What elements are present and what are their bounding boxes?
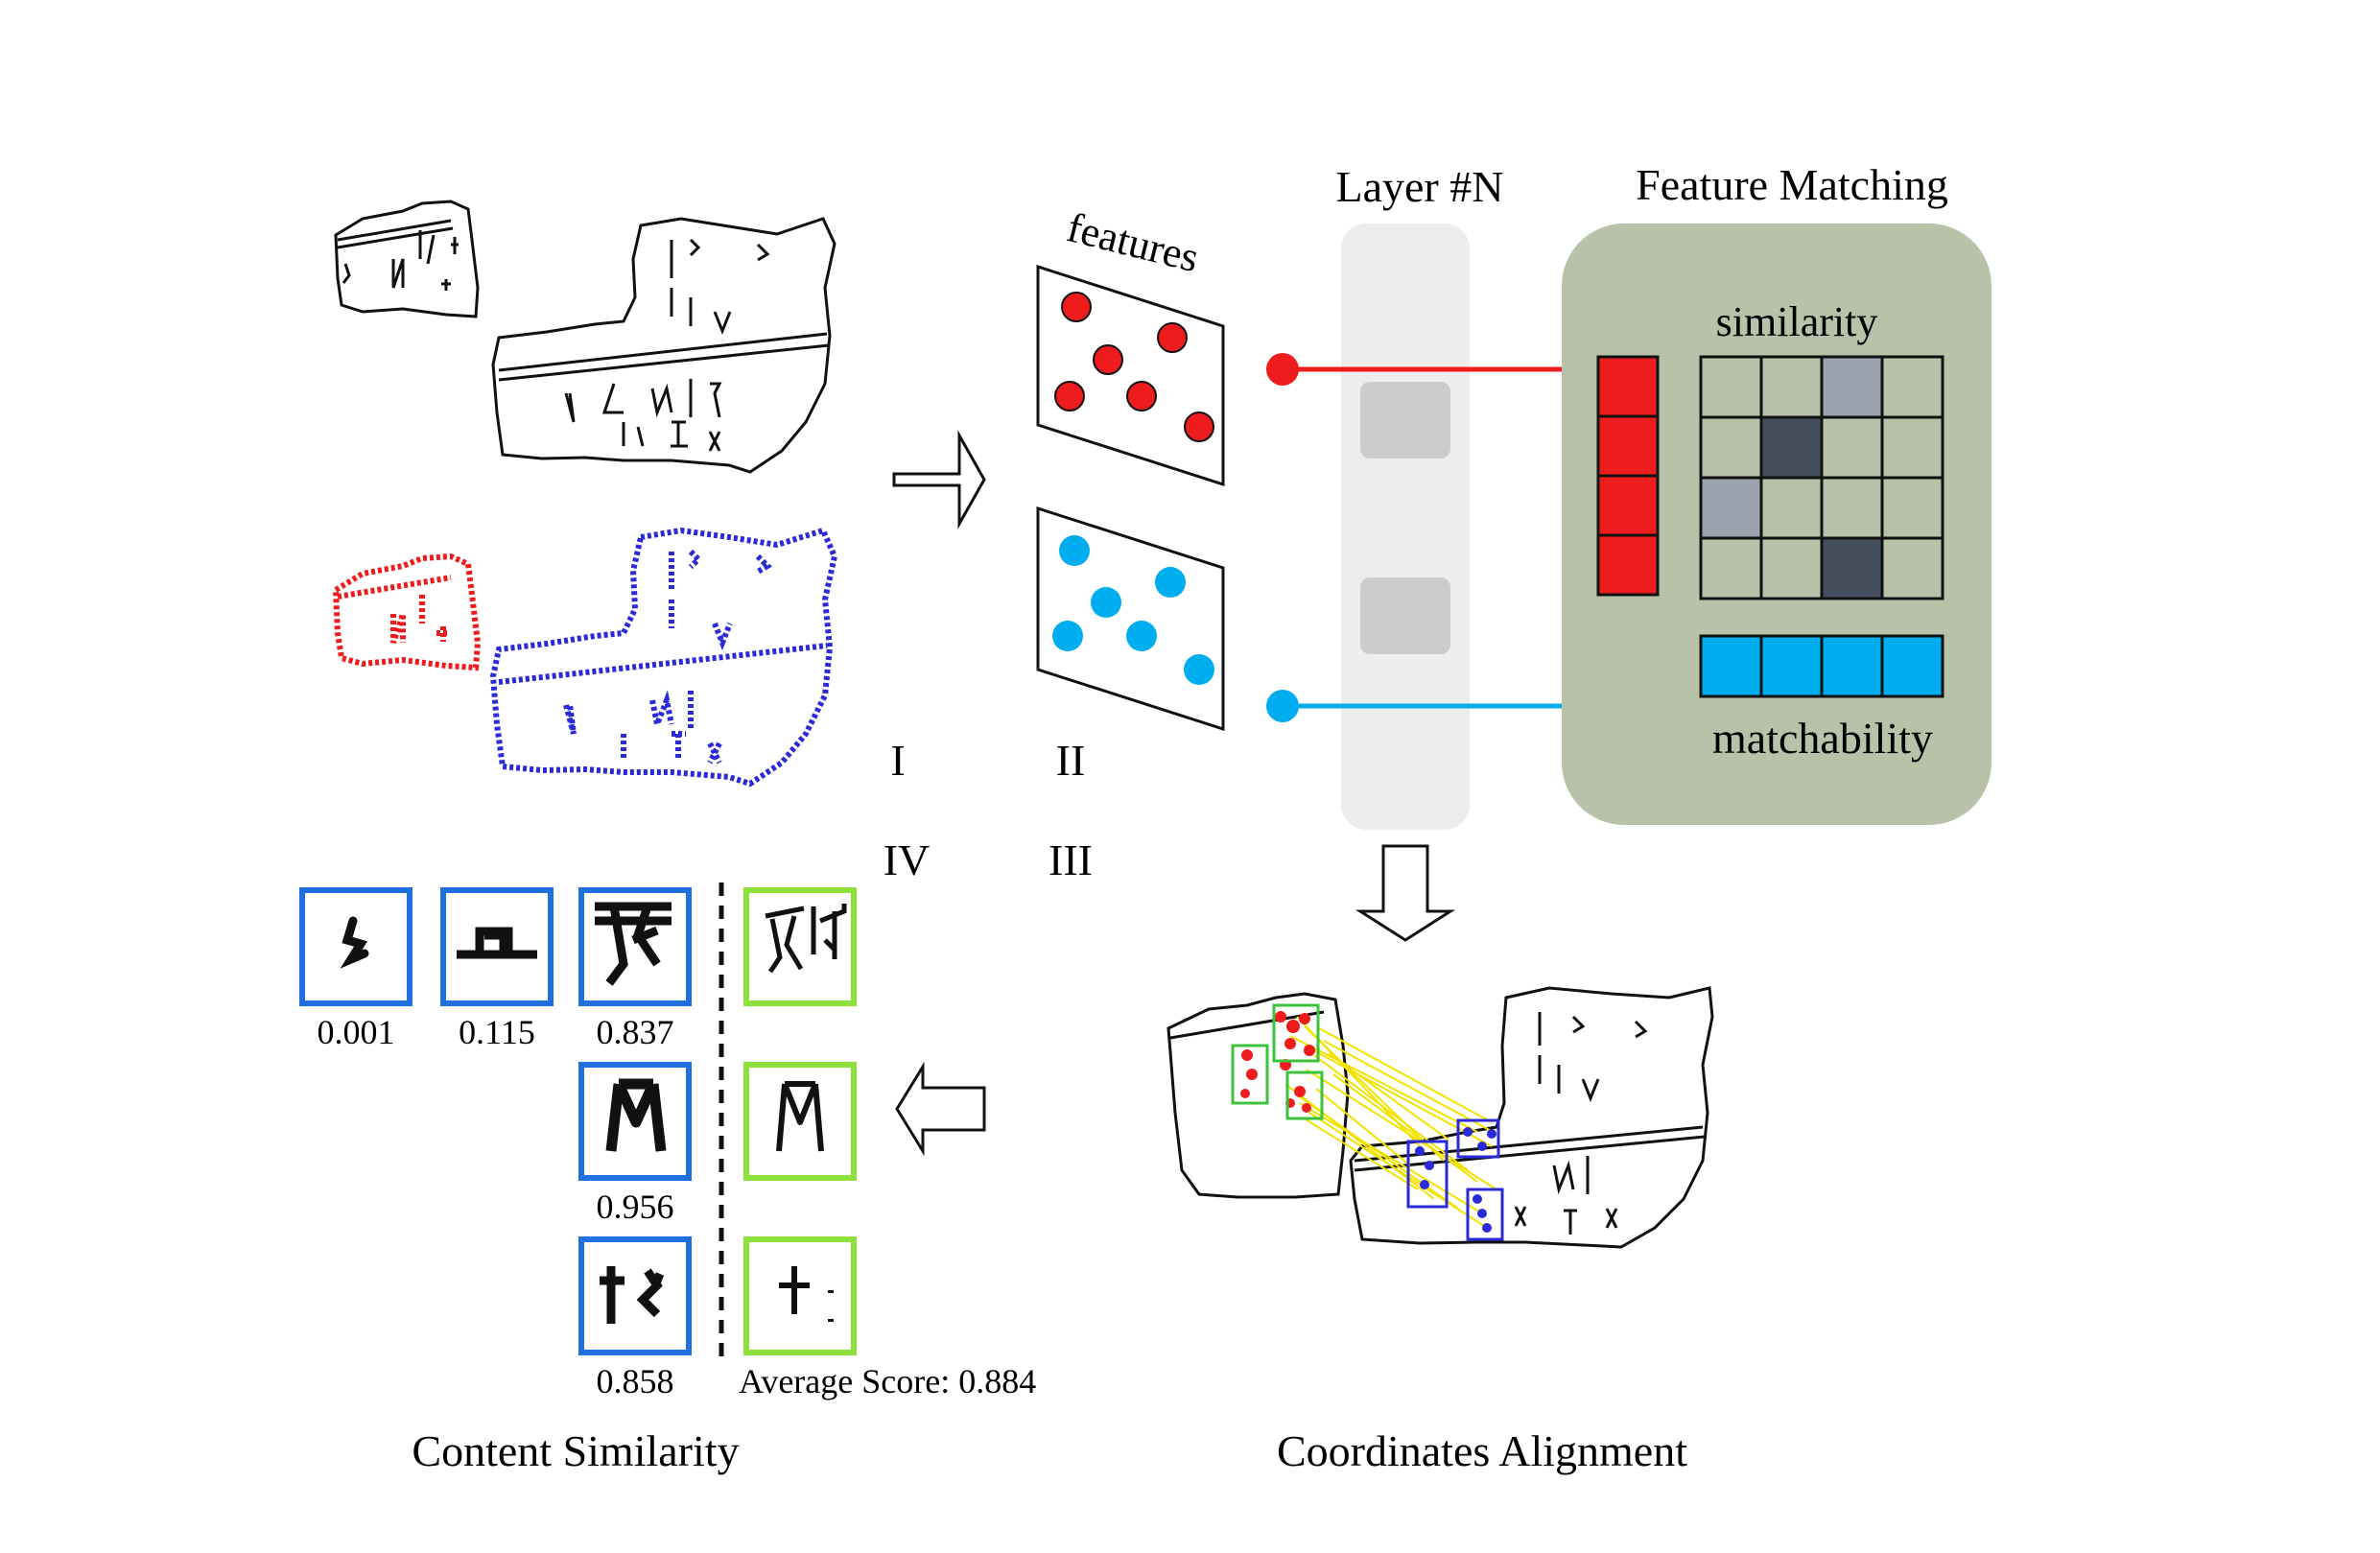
similarity-label: similarity [1716, 298, 1878, 345]
coordinates-alignment-caption: Coordinates Alignment [1277, 1426, 1687, 1475]
layer-column [1341, 224, 1470, 830]
matchability-label: matchability [1712, 714, 1933, 763]
green-crop-2 [743, 1062, 857, 1181]
blue-crop-2 [440, 887, 554, 1006]
matched-keypoints-red [1240, 1011, 1315, 1113]
similarity-cell [1880, 536, 1944, 600]
hollow-arrow-right [892, 430, 986, 529]
red-feature-points [1054, 292, 1214, 442]
red-feature-vector [1596, 355, 1660, 597]
hollow-arrow-down [1355, 844, 1456, 942]
step-label-2: II [1056, 736, 1086, 785]
features-label: features [1063, 203, 1204, 281]
feature-matching-title: Feature Matching [1636, 160, 1948, 209]
similarity-cell [1759, 355, 1824, 419]
content-similarity-caption: Content Similarity [412, 1426, 739, 1475]
similarity-cell [1880, 476, 1944, 540]
aligned-fragments-sketch [1166, 986, 1714, 1249]
blue-crop-3 [578, 887, 692, 1006]
layer-block-bottom [1360, 577, 1450, 654]
layer-block-top [1360, 382, 1450, 459]
similarity-cell [1759, 476, 1824, 540]
similarity-cell [1759, 536, 1824, 600]
small-fragment-contour-red [332, 553, 482, 671]
large-fragment-sketch [491, 217, 837, 474]
similarity-cell [1820, 476, 1884, 540]
score-2: 0.115 [459, 1013, 535, 1051]
similarity-cell [1759, 415, 1824, 480]
matched-keypoints-blue [1415, 1127, 1496, 1233]
cyan-feature-plane [1036, 506, 1225, 732]
step-label-3: III [1049, 835, 1093, 884]
correspondence-lines [1284, 1016, 1497, 1229]
small-fragment-sketch [334, 200, 480, 318]
hollow-arrow-left [895, 1061, 986, 1157]
alignment-boxes-blue [1406, 1118, 1504, 1241]
score-3: 0.837 [597, 1013, 674, 1051]
similarity-cell [1820, 415, 1884, 480]
similarity-cell [1880, 415, 1944, 480]
blue-crop-5 [578, 1236, 692, 1355]
green-crop-1 [743, 887, 857, 1006]
similarity-cell [1699, 355, 1763, 419]
similarity-cell [1699, 536, 1763, 600]
step-label-1: I [890, 736, 905, 785]
similarity-cell [1880, 355, 1944, 419]
step-label-4: IV [884, 835, 931, 884]
large-fragment-contour-blue [489, 527, 838, 788]
similarity-cell [1699, 476, 1763, 540]
similarity-matrix [1699, 355, 1944, 600]
blue-crop-1 [299, 887, 412, 1006]
green-crop-3 [743, 1236, 857, 1355]
matchability-vector [1699, 634, 1944, 698]
layer-label: Layer #N [1336, 162, 1504, 211]
similarity-cell [1820, 536, 1884, 600]
red-feature-plane [1036, 264, 1225, 487]
blue-crop-4 [578, 1062, 692, 1181]
score-1: 0.001 [318, 1013, 395, 1051]
average-score: Average Score: 0.884 [739, 1362, 1036, 1400]
alignment-boxes-green [1231, 1003, 1324, 1120]
score-5: 0.858 [597, 1362, 674, 1400]
similarity-cell [1820, 355, 1884, 419]
score-4: 0.956 [597, 1188, 674, 1226]
similarity-cell [1699, 415, 1763, 480]
cyan-feature-points [1052, 535, 1214, 685]
